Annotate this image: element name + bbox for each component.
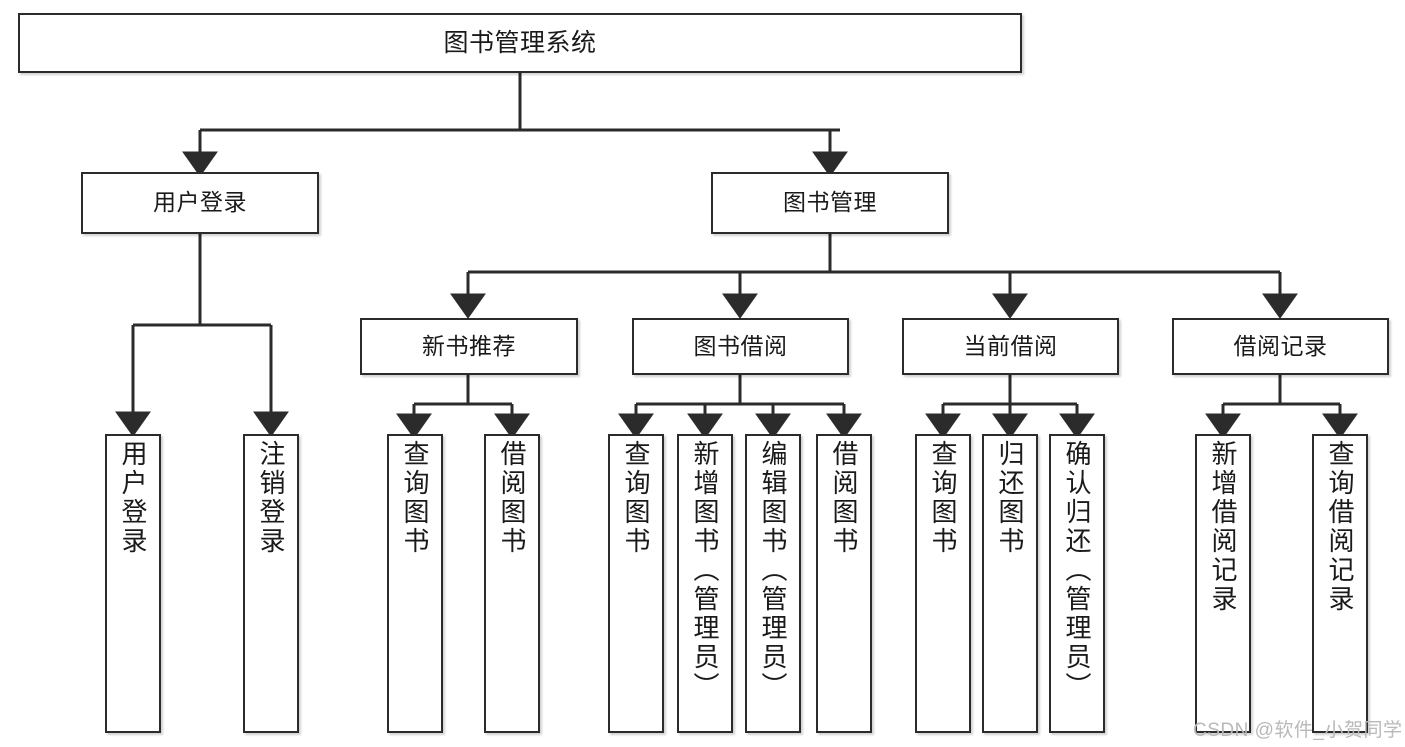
node-label: 编辑图书（管理员） [758, 440, 788, 701]
node-label: 查询图书 [621, 440, 651, 556]
node-book-management[interactable]: 图书管理 [711, 172, 949, 234]
node-leaf-query-book-2[interactable]: 查询图书 [608, 434, 664, 733]
node-leaf-add-record[interactable]: 新增借阅记录 [1195, 434, 1251, 733]
node-user-login[interactable]: 用户登录 [81, 172, 319, 234]
node-leaf-add-book[interactable]: 新增图书（管理员） [677, 434, 733, 733]
node-root-system[interactable]: 图书管理系统 [18, 13, 1022, 73]
node-label: 新增借阅记录 [1208, 440, 1238, 614]
node-label: 注销登录 [256, 440, 286, 556]
node-label: 借阅图书 [497, 440, 527, 556]
node-label: 新增图书（管理员） [690, 440, 720, 701]
node-label: 当前借阅 [963, 332, 1058, 359]
node-new-book-recommend[interactable]: 新书推荐 [360, 318, 578, 375]
node-leaf-query-record[interactable]: 查询借阅记录 [1312, 434, 1368, 733]
node-label: 借阅图书 [829, 440, 859, 556]
node-label: 确认归还（管理员） [1062, 440, 1092, 701]
node-label: 归还图书 [995, 440, 1025, 556]
node-label: 图书管理系统 [443, 29, 597, 57]
node-leaf-return-book[interactable]: 归还图书 [982, 434, 1038, 733]
node-leaf-borrow-book-2[interactable]: 借阅图书 [816, 434, 872, 733]
node-current-borrow[interactable]: 当前借阅 [902, 318, 1119, 375]
node-leaf-confirm-return[interactable]: 确认归还（管理员） [1049, 434, 1105, 733]
node-book-borrow[interactable]: 图书借阅 [632, 318, 849, 375]
node-label: 图书管理 [783, 189, 877, 216]
node-label: 查询图书 [400, 440, 430, 556]
node-label: 新书推荐 [422, 332, 516, 359]
node-label: 查询图书 [928, 440, 958, 556]
node-leaf-edit-book[interactable]: 编辑图书（管理员） [745, 434, 801, 733]
node-leaf-logout-login[interactable]: 注销登录 [243, 434, 299, 733]
node-leaf-query-book-1[interactable]: 查询图书 [387, 434, 443, 733]
node-label: 用户登录 [153, 189, 247, 216]
csdn-watermark: CSDN @软件_小贺同学 [1193, 720, 1403, 741]
node-label: 借阅记录 [1233, 332, 1328, 359]
node-leaf-user-login[interactable]: 用户登录 [105, 434, 161, 733]
node-label: 图书借阅 [693, 332, 788, 359]
node-leaf-query-book-3[interactable]: 查询图书 [915, 434, 971, 733]
node-borrow-record[interactable]: 借阅记录 [1172, 318, 1389, 375]
node-label: 查询借阅记录 [1325, 440, 1355, 614]
node-leaf-borrow-book-1[interactable]: 借阅图书 [484, 434, 540, 733]
node-label: 用户登录 [118, 440, 148, 556]
